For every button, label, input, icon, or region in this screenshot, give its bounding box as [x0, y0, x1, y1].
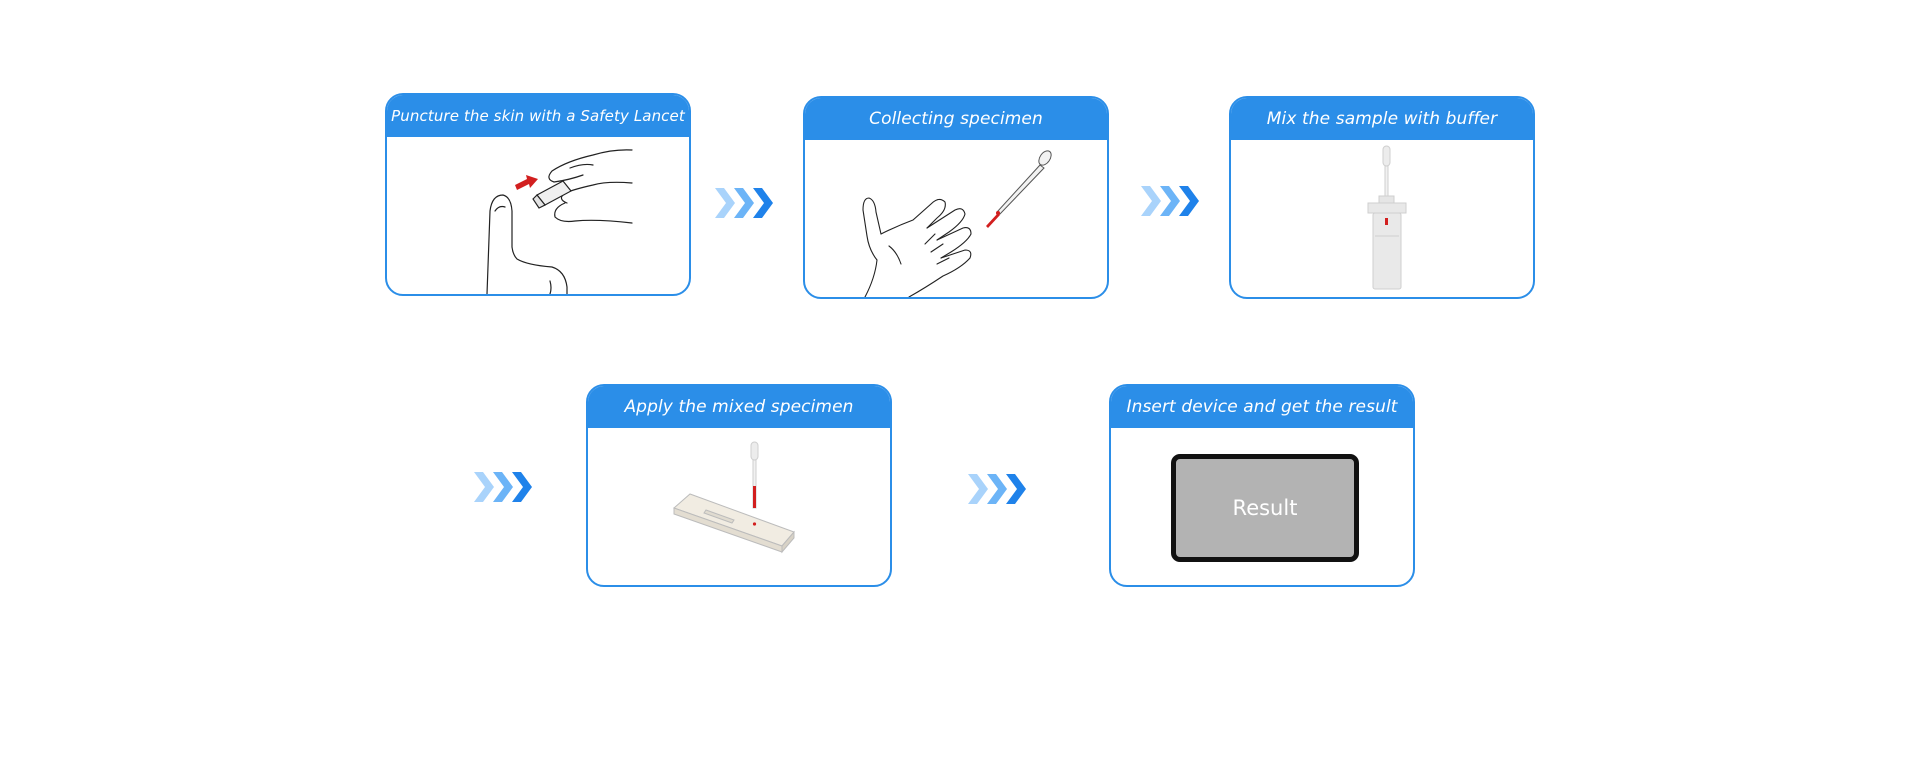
- step-card-insert-device: Insert device and get the result Result: [1109, 384, 1415, 587]
- step-card-apply-specimen: Apply the mixed specimen: [586, 384, 892, 587]
- step-title: Insert device and get the result: [1111, 386, 1413, 428]
- chevron-arrows-icon: [715, 188, 773, 218]
- step-illustration-buffer-tube: [1231, 140, 1533, 297]
- step-illustration-test-cassette: [588, 428, 890, 585]
- chevron-arrows-icon: [474, 472, 532, 502]
- step-title: Collecting specimen: [805, 98, 1107, 140]
- result-screen: Result: [1171, 454, 1359, 562]
- step-title: Puncture the skin with a Safety Lancet: [387, 95, 689, 137]
- step-title: Mix the sample with buffer: [1231, 98, 1533, 140]
- result-label: Result: [1232, 496, 1298, 520]
- step-card-collecting: Collecting specimen: [803, 96, 1109, 299]
- step-title: Apply the mixed specimen: [588, 386, 890, 428]
- step-illustration-result-device: Result: [1111, 428, 1413, 585]
- chevron-arrows-icon: [1141, 186, 1199, 216]
- step-illustration-lancet: [387, 137, 689, 294]
- step-card-mix-buffer: Mix the sample with buffer: [1229, 96, 1535, 299]
- chevron-arrows-icon: [968, 474, 1026, 504]
- step-illustration-hand-pipette: [805, 140, 1107, 297]
- step-card-puncture: Puncture the skin with a Safety Lancet: [385, 93, 691, 296]
